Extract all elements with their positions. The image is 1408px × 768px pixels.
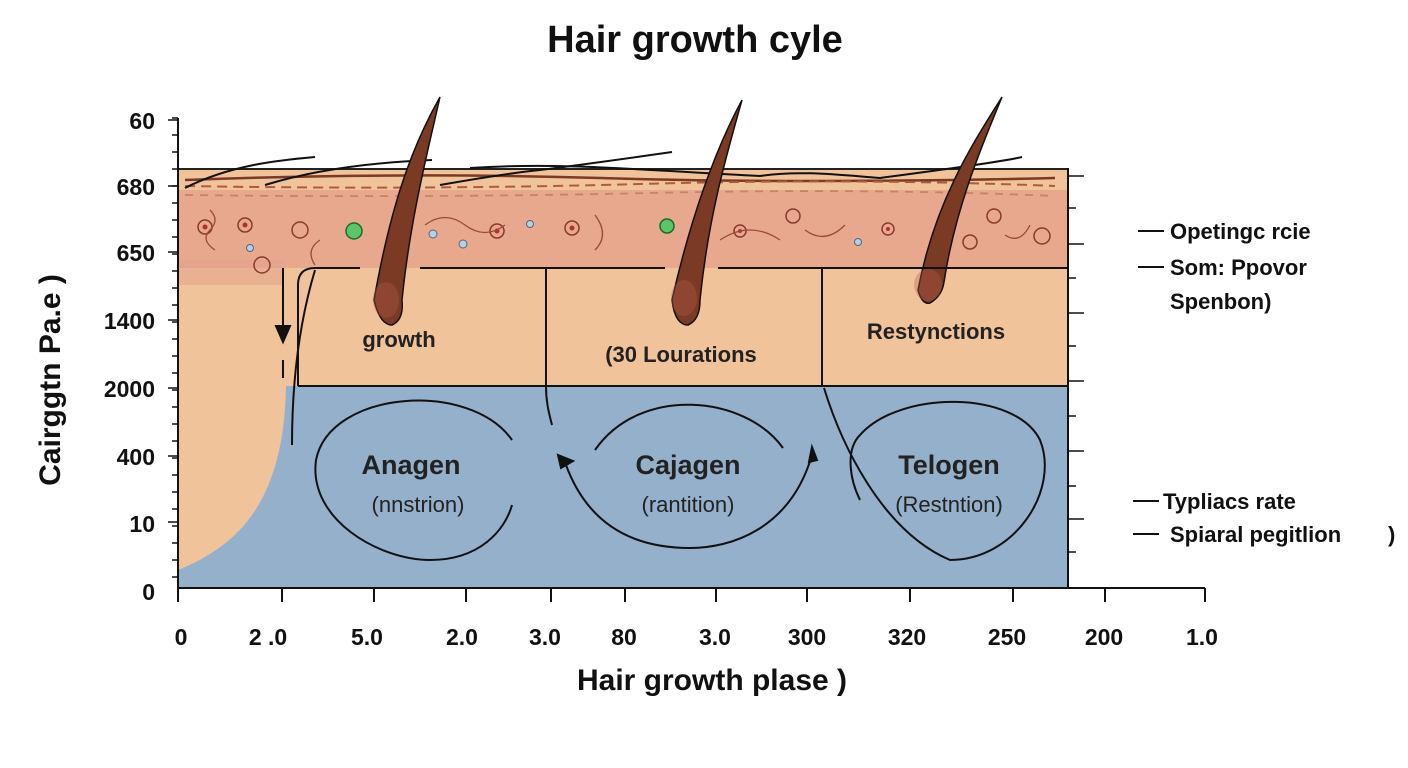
y-tick-label: 680 (117, 174, 155, 200)
compartments (297, 168, 1069, 588)
diagram-title: Hair growth cyle (547, 19, 843, 61)
fluid-region (178, 386, 1068, 588)
x-tick-marks (177, 588, 1206, 602)
y-tick-label: 650 (117, 240, 155, 266)
x-tick-label: 3.0 (529, 624, 561, 650)
x-tick-label: 200 (1085, 624, 1123, 650)
phase-catagen-name: Cajagen (635, 450, 740, 480)
y-tick-label: 400 (117, 444, 155, 470)
dermis-layer (178, 190, 1068, 268)
legend-item: Spenbon) (1170, 289, 1271, 314)
y-tick-label: 60 (129, 108, 155, 134)
telogen-loop (823, 387, 1046, 562)
x-tick-label: 1.0 (1186, 624, 1218, 650)
y-tick-label: 1400 (104, 308, 155, 334)
phase-cycles (314, 387, 1046, 562)
phase-anagen-name: Anagen (361, 450, 460, 480)
y-tick-label: 2000 (104, 376, 155, 402)
x-tick-label: 5.0 (351, 624, 383, 650)
phase-anagen-sub: (nnstrion) (372, 492, 465, 517)
phase-catagen-sub: (rantition) (642, 492, 735, 517)
hair-shaft-1 (373, 96, 441, 326)
dermis-left-extension (178, 260, 283, 285)
legend-item: Spiaral pegitlion (1170, 522, 1341, 547)
region-growth-label: growth (362, 327, 435, 352)
phase-telogen-sub: (Restntion) (895, 492, 1003, 517)
legend-bottom: Typliacs rate Spiaral pegitlion ) (1133, 489, 1395, 547)
y-axis-label: Cairggtn Pa.e ) (34, 274, 67, 486)
y-minor-ticks (168, 117, 178, 578)
legend-item: Typliacs rate (1163, 489, 1296, 514)
x-tick-label: 3.0 (699, 624, 731, 650)
anagen-loop (314, 399, 513, 562)
x-tick-label: 2.0 (446, 624, 478, 650)
catagen-loop (594, 403, 784, 451)
axes (177, 118, 1205, 592)
legend-item: ) (1388, 522, 1395, 547)
right-tick-marks (1068, 175, 1084, 553)
x-tick-labels: 0 2 .0 5.0 2.0 3.0 80 3.0 300 320 250 20… (175, 624, 1218, 650)
x-tick-label: 300 (788, 624, 826, 650)
y-tick-label: 10 (129, 511, 155, 537)
x-tick-label: 320 (888, 624, 926, 650)
hair-shaft-3 (917, 96, 1003, 304)
flow-arrows (274, 268, 553, 446)
legend-item: Opetingc rcie (1170, 219, 1311, 244)
epidermis-surface (178, 151, 1068, 198)
phase-telogen-name: Telogen (898, 450, 1000, 480)
x-tick-label: 2 .0 (249, 624, 287, 650)
x-axis-label: Hair growth plase ) (577, 664, 847, 697)
legend-item: Som: Ppovor (1170, 255, 1307, 280)
y-tick-label: 0 (142, 579, 155, 605)
legend-top: Opetingc rcie Som: Ppovor Spenbon) (1138, 219, 1311, 314)
hair-shaft-2 (671, 99, 743, 326)
hair-follicles (373, 96, 1003, 326)
plot-background (178, 168, 1068, 588)
region-resting-label: Restynctions (867, 319, 1005, 344)
x-tick-label: 0 (175, 624, 188, 650)
dermis-cells (197, 208, 1051, 274)
y-tick-labels: 60 680 650 1400 2000 400 10 0 (104, 108, 155, 605)
x-tick-label: 250 (988, 624, 1026, 650)
region-locations-label: (30 Lourations (605, 342, 757, 367)
x-tick-label: 80 (611, 624, 637, 650)
